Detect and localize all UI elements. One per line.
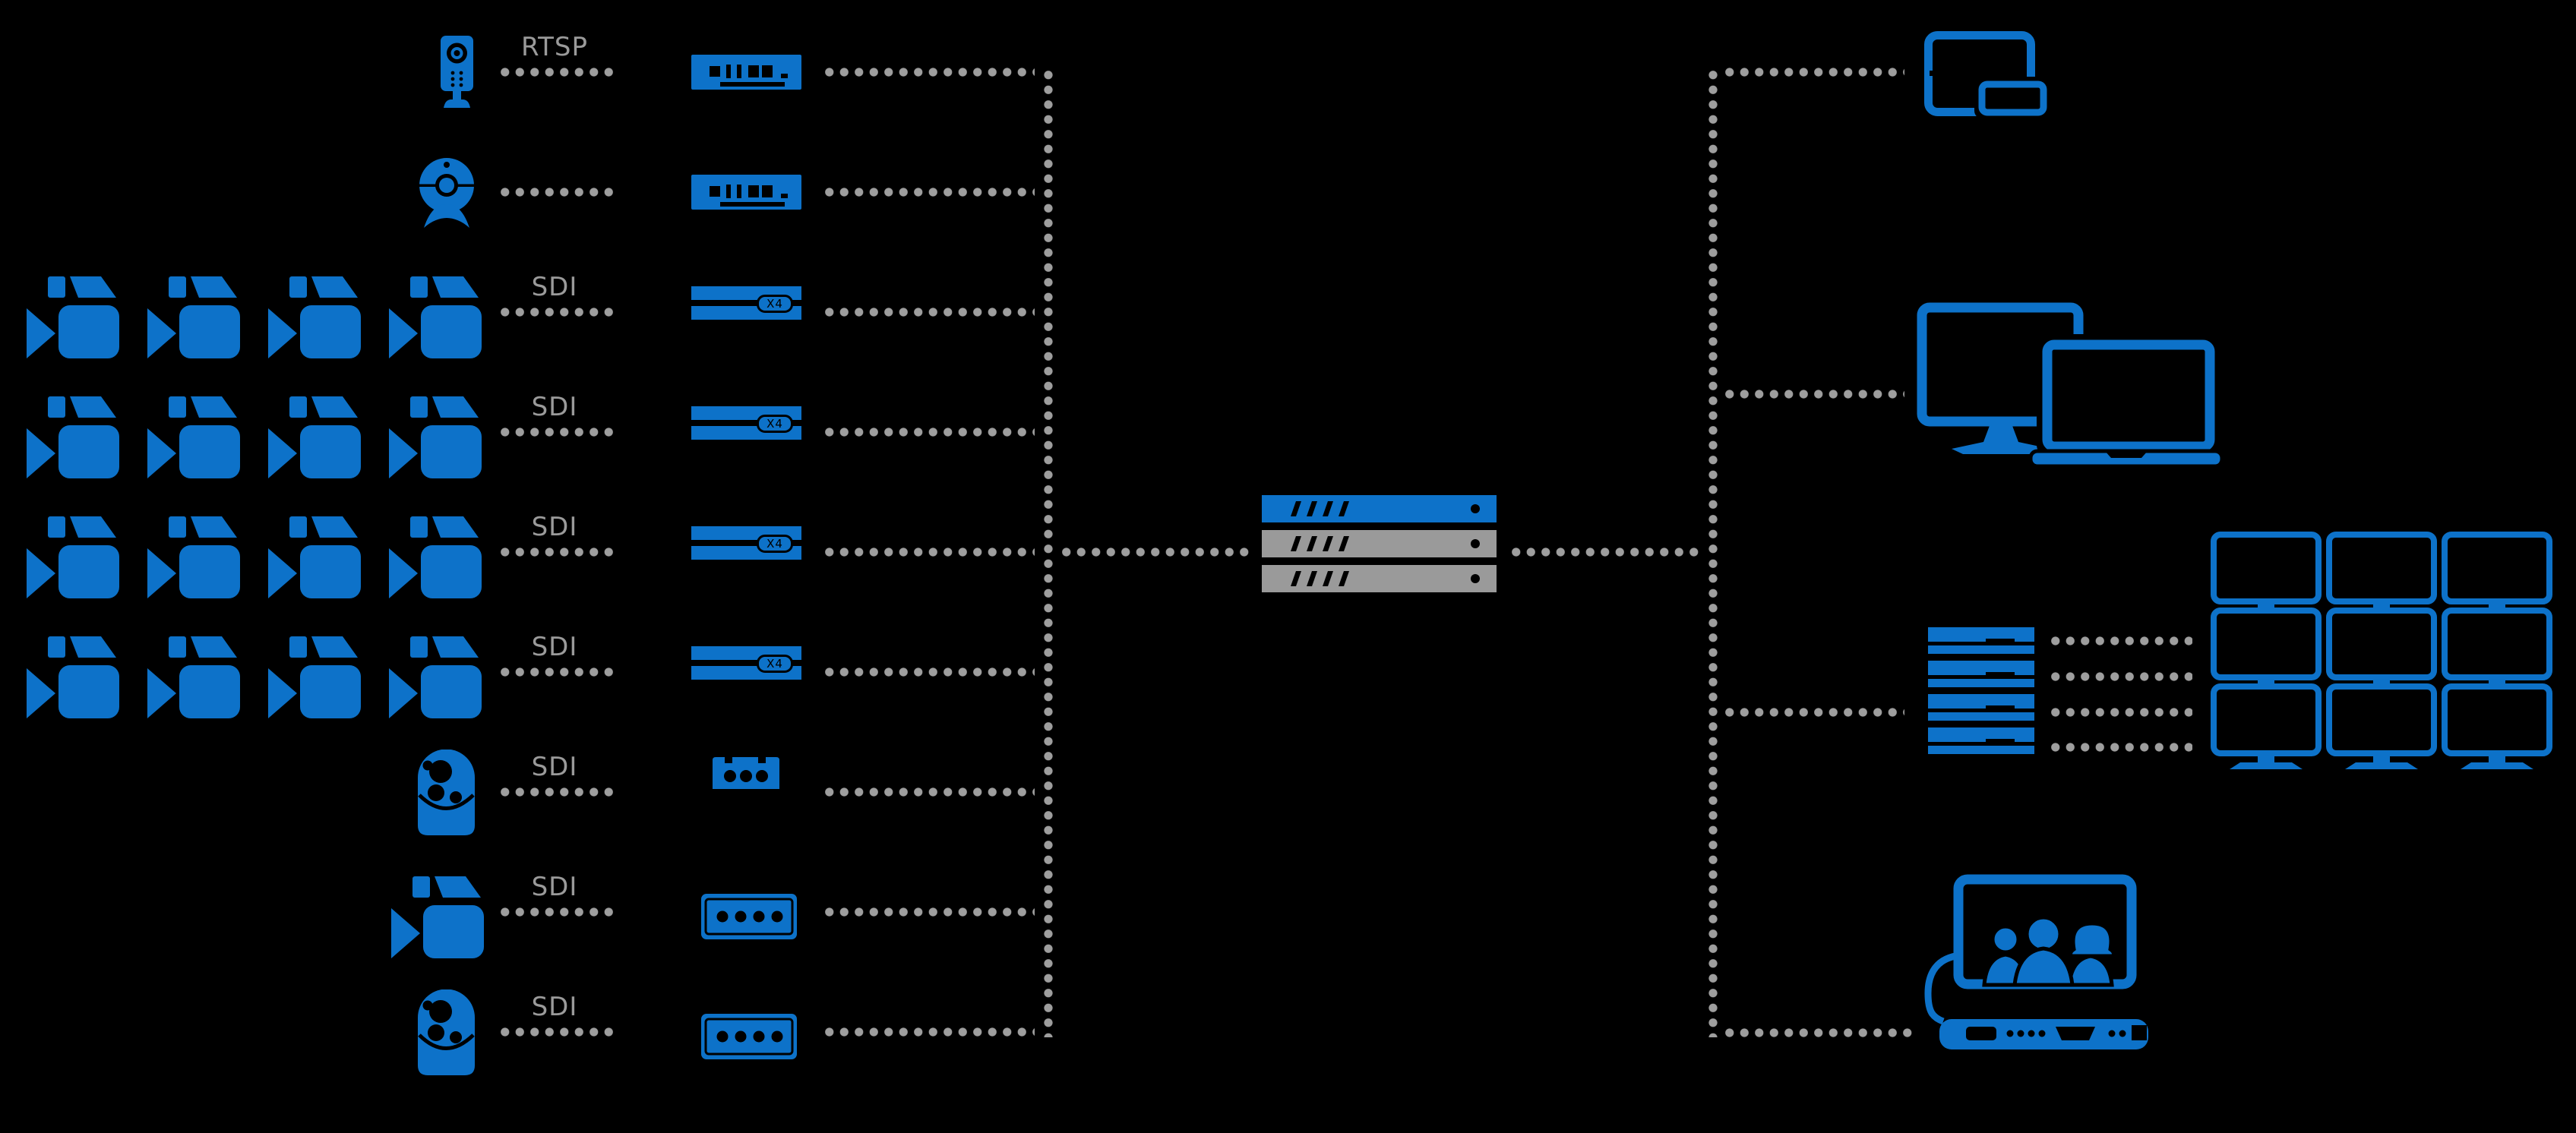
monitor-neck [2258,755,2274,763]
link-rack-wall-3 [2048,708,2192,717]
link-encoder-bus-2 [822,188,1035,197]
link-encoder-bus-8 [822,907,1035,917]
video-conference-icon [1913,866,2164,1056]
link-encoder-bus-5 [822,548,1035,557]
link-dome-capture-1 [498,787,616,797]
link-cams-encoder-4 [498,667,616,677]
camcorder-icon [389,276,482,360]
camcorder-icon [268,396,362,480]
protocol-label-sdi: SDI [531,272,578,302]
decoder-rack-unit [1928,694,2034,721]
monitor-neck [2258,679,2274,685]
link-camcorder-capture [498,907,616,917]
camcorder-icon [389,516,482,600]
server-unit-1 [1262,495,1497,522]
link-server-rightbus [1509,548,1703,557]
monitor-stand-base [2461,762,2533,769]
monitor-neck [2489,679,2505,685]
video-wall-monitor-icon [2326,532,2437,604]
x4-badge: X4 [757,415,793,433]
link-rack-wall-4 [2048,743,2192,752]
link-rack-wall-1 [2048,636,2192,645]
monitor-neck [2373,755,2390,763]
camcorder-icon [147,396,241,480]
video-wall-monitor-icon [2211,608,2322,680]
decoder-rack-unit [1928,661,2034,687]
link-rack-wall-2 [2048,672,2192,681]
tablet-smartphone-icon [1924,31,2050,118]
x4-badge: X4 [757,295,793,313]
link-dome-capture-2 [498,1027,616,1037]
decoder-rack-unit [1928,627,2034,654]
capture-4port-icon [701,894,798,941]
video-wall-monitor-icon [2442,683,2552,756]
monitor-stand-base [2230,762,2303,769]
ptz-dome-camera-icon [418,989,475,1077]
monitor-stand-base [2345,762,2418,769]
link-encoder-bus-9 [822,1027,1035,1037]
video-wall-monitor-icon [2326,683,2437,756]
encoder-2ch-icon [691,175,801,210]
ptz-dome-camera-icon [418,750,475,837]
camcorder-icon [27,396,120,480]
camcorder-icon [391,876,485,960]
link-cams-encoder-1 [498,308,616,317]
link-encoder-bus-6 [822,667,1035,677]
monitor-neck [2258,603,2274,609]
camcorder-icon [147,276,241,360]
camcorder-icon [389,636,482,720]
link-bus-desktop [1722,390,1904,399]
camcorder-icon [268,276,362,360]
link-cams-encoder-3 [498,548,616,557]
monitor-neck [2489,755,2505,763]
video-wall-monitor-icon [2211,683,2322,756]
protocol-label-sdi: SDI [531,752,578,782]
capture-4port-icon [701,1014,798,1061]
link-cams-encoder-2 [498,428,616,437]
link-webcam-encoder [498,188,616,197]
camcorder-icon [389,396,482,480]
decoder-rack-unit [1928,727,2034,754]
protocol-label-sdi: SDI [531,992,578,1022]
left-bus-line [1044,68,1053,1037]
camcorder-icon [27,276,120,360]
protocol-label-sdi: SDI [531,512,578,542]
server-unit-2 [1262,530,1497,557]
monitor-neck [2373,679,2390,685]
camcorder-icon [147,516,241,600]
video-wall-monitor-icon [2211,532,2322,604]
protocol-label-sdi: SDI [531,632,578,662]
video-wall-monitor-icon [2326,608,2437,680]
video-wall-monitor-icon [2442,608,2552,680]
link-encoder-bus-7 [822,787,1035,797]
camcorder-icon [27,636,120,720]
link-bus-server [1059,548,1250,557]
link-ipcam-encoder [498,68,616,77]
camcorder-icon [268,636,362,720]
monitor-neck [2489,603,2505,609]
protocol-label-rtsp: RTSP [520,32,588,62]
monitor-neck [2373,603,2390,609]
link-encoder-bus-1 [822,68,1035,77]
webcam-icon [419,157,475,229]
link-bus-videoconf [1722,1028,1914,1037]
x4-badge: X4 [757,535,793,553]
video-wall-monitor-icon [2442,532,2552,604]
link-encoder-bus-3 [822,308,1035,317]
protocol-label-sdi: SDI [531,392,578,422]
link-bus-mobile [1722,68,1904,77]
x4-badge: X4 [757,655,793,673]
encoder-2ch-icon [691,55,801,90]
protocol-label-sdi: SDI [531,872,578,902]
ip-camera-icon [439,36,475,108]
right-bus-line [1708,68,1718,1037]
camcorder-icon [147,636,241,720]
desktop-laptop-icon [1917,302,2228,469]
capture-3port-icon [713,757,779,789]
link-encoder-bus-4 [822,428,1035,437]
link-bus-decoder-rack [1722,708,1904,717]
server-unit-3 [1262,565,1497,592]
camcorder-icon [27,516,120,600]
camcorder-icon [268,516,362,600]
